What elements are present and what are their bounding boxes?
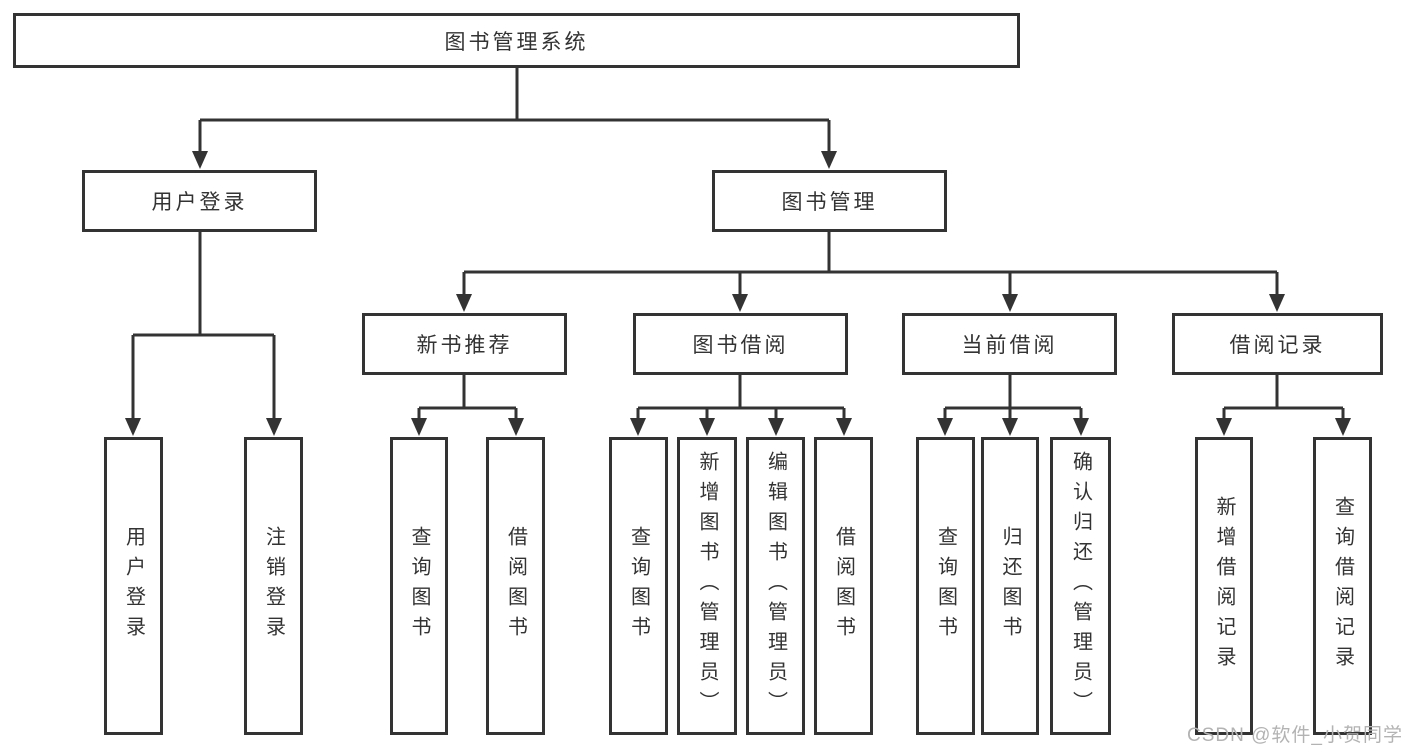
- node-add-borrow-record: 新增借阅记录: [1195, 437, 1253, 735]
- node-user-login-label: 用户登录: [151, 191, 248, 214]
- node-borrowing-records: 借阅记录: [1172, 313, 1383, 375]
- node-book-management-label: 图书管理: [781, 191, 878, 214]
- node-edit-book-admin-label: 编辑图书（管理员）: [764, 451, 787, 721]
- node-query-books-borrowing: 查询图书: [609, 437, 668, 735]
- node-logout-leaf: 注销登录: [244, 437, 303, 735]
- node-add-book-admin-label: 新增图书（管理员）: [696, 451, 718, 721]
- node-query-borrow-record: 查询借阅记录: [1313, 437, 1372, 735]
- node-user-login-leaf-label: 用户登录: [122, 526, 145, 646]
- node-user-login-leaf: 用户登录: [104, 437, 163, 735]
- node-new-book-recommendation: 新书推荐: [362, 313, 567, 375]
- node-borrow-books-recommendation-label: 借阅图书: [504, 526, 527, 646]
- node-add-borrow-record-label: 新增借阅记录: [1213, 496, 1235, 676]
- node-user-login: 用户登录: [82, 170, 317, 232]
- node-library-management-system-label: 图书管理系统: [444, 30, 589, 54]
- node-new-book-recommendation-label: 新书推荐: [416, 334, 513, 357]
- node-query-books-borrowing-label: 查询图书: [627, 526, 650, 646]
- node-query-borrow-record-label: 查询借阅记录: [1331, 496, 1354, 676]
- node-query-books-recommendation-label: 查询图书: [408, 526, 430, 646]
- node-confirm-return-admin: 确认归还（管理员）: [1050, 437, 1111, 735]
- watermark-text: CSDN @软件_小贺同学: [1187, 725, 1403, 746]
- node-book-borrowing: 图书借阅: [633, 313, 848, 375]
- node-current-borrowing: 当前借阅: [902, 313, 1117, 375]
- node-query-books-current: 查询图书: [916, 437, 975, 735]
- node-borrow-books-borrowing: 借阅图书: [814, 437, 873, 735]
- node-current-borrowing-label: 当前借阅: [961, 334, 1058, 357]
- node-book-management: 图书管理: [712, 170, 947, 232]
- node-return-books: 归还图书: [981, 437, 1039, 735]
- node-confirm-return-admin-label: 确认归还（管理员）: [1069, 451, 1092, 721]
- node-add-book-admin: 新增图书（管理员）: [677, 437, 737, 735]
- node-borrow-books-borrowing-label: 借阅图书: [832, 526, 855, 646]
- node-borrow-books-recommendation: 借阅图书: [486, 437, 545, 735]
- node-edit-book-admin: 编辑图书（管理员）: [746, 437, 805, 735]
- node-logout-leaf-label: 注销登录: [262, 526, 285, 646]
- node-query-books-recommendation: 查询图书: [390, 437, 448, 735]
- node-query-books-current-label: 查询图书: [934, 526, 957, 646]
- node-return-books-label: 归还图书: [999, 526, 1021, 646]
- node-library-management-system: 图书管理系统: [13, 13, 1020, 68]
- node-book-borrowing-label: 图书借阅: [692, 334, 789, 357]
- node-borrowing-records-label: 借阅记录: [1229, 334, 1326, 357]
